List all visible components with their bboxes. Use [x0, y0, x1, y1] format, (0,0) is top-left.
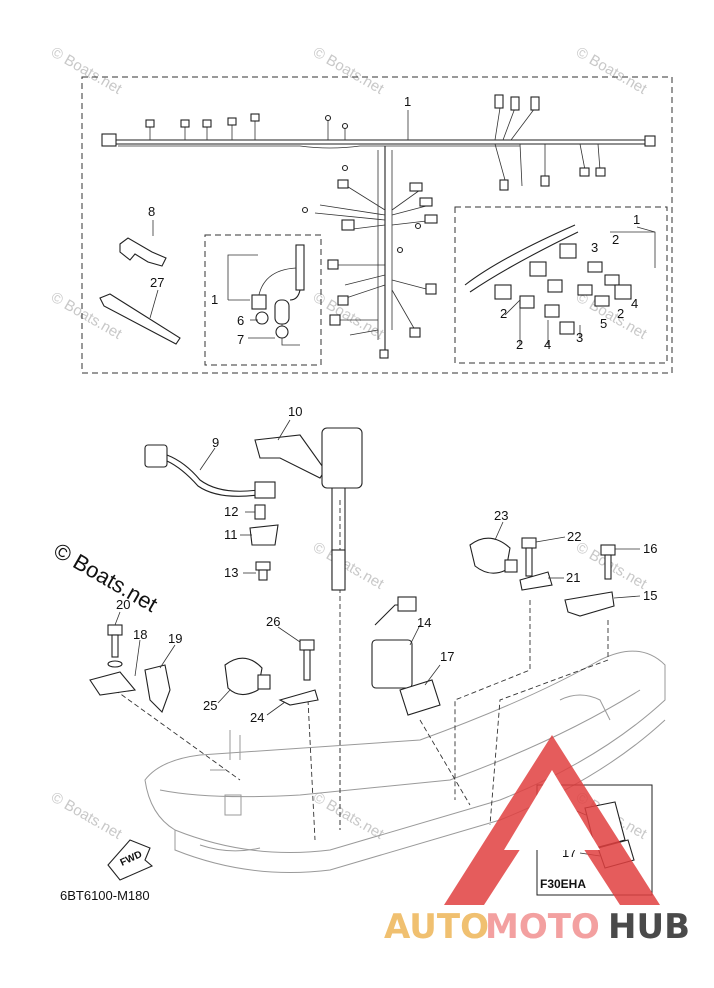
bolt-part-26: [299, 639, 315, 681]
callout-3: 3: [576, 330, 583, 345]
bracket-part-15: [564, 591, 615, 617]
diagram-part-code: 6BT6100-M180: [60, 888, 150, 903]
callout-7: 7: [237, 332, 244, 347]
callout-24: 24: [250, 710, 264, 725]
rectifier-part-14: [371, 596, 417, 689]
bolt-part-16: [600, 544, 616, 580]
logo-auto: AUTO: [384, 907, 489, 947]
logo-moto: MOTO: [485, 907, 600, 947]
sensor-part-23: [469, 537, 518, 574]
callout-2: 2: [500, 306, 507, 321]
callout-19: 19: [168, 631, 182, 646]
callout-1: 1: [404, 94, 411, 109]
callout-9: 9: [212, 435, 219, 450]
bracket-part-18: [89, 671, 137, 696]
plate-part-11: [249, 524, 279, 546]
callout-20: 20: [116, 597, 130, 612]
callout-26: 26: [266, 614, 280, 629]
harness-inset-right-box: [454, 206, 668, 364]
harness-part-9: [144, 444, 276, 499]
callout-14: 14: [417, 615, 431, 630]
inset-right-components: [464, 224, 632, 335]
watermark: © Boats.net: [310, 44, 387, 98]
callout-leaders-lower: [114, 419, 641, 716]
callout-22: 22: [567, 529, 581, 544]
callout-16: 16: [643, 541, 657, 556]
watermark-large: © Boats.net: [50, 538, 162, 617]
wire-harness: [101, 94, 656, 359]
callout-11: 11: [224, 527, 238, 542]
callout-25: 25: [203, 698, 217, 713]
callout-15: 15: [643, 588, 657, 603]
callout-13: 13: [224, 565, 238, 580]
watermark: © Boats.net: [573, 289, 650, 343]
engine-silhouette: [144, 650, 666, 873]
watermark: © Boats.net: [48, 44, 125, 98]
callout-1: 1: [211, 292, 218, 307]
callout-1: 1: [633, 212, 640, 227]
callout-6: 6: [237, 313, 244, 328]
watermark: © Boats.net: [573, 44, 650, 98]
leader-lines-bottom: [114, 500, 609, 841]
cable-tie-part-27: [99, 293, 181, 345]
logo-hub: HUB: [608, 907, 690, 947]
callout-18: 18: [133, 627, 147, 642]
leader-lines-top: [149, 110, 656, 345]
grommet-part-17: [399, 679, 441, 716]
wire-harness-assembly-box: [81, 76, 673, 374]
callout-5: 5: [600, 316, 607, 331]
callout-12: 12: [224, 504, 238, 519]
clamp-part-19: [144, 664, 171, 713]
callout-21: 21: [566, 570, 580, 585]
bolt-part-22: [521, 537, 537, 577]
callout-3: 3: [591, 240, 598, 255]
forward-arrow: FWD: [107, 839, 154, 881]
throttle-linkage: [321, 427, 363, 591]
callout-10: 10: [288, 404, 302, 419]
inset-model-label: F30EHA: [540, 877, 586, 891]
clip-part-8: [119, 237, 167, 267]
bracket-part-10: [254, 434, 326, 479]
screw-part-13: [255, 561, 271, 581]
callout-numbers: 1 1 1 2 2 2 2 3 3 4 4 5 6 7 8 9 10 11 12…: [116, 94, 657, 860]
callout-4: 4: [544, 337, 551, 352]
plate-part-24: [278, 689, 319, 706]
callout-8: 8: [148, 204, 155, 219]
callout-2: 2: [617, 306, 624, 321]
watermark: © Boats.net: [48, 789, 125, 843]
harness-inset-left-box: [204, 234, 322, 366]
callout-2: 2: [612, 232, 619, 247]
callout-4: 4: [631, 296, 638, 311]
automotohub-logo: AUTO MOTO HUB: [384, 735, 690, 947]
callout-2: 2: [516, 337, 523, 352]
collar-part-12: [254, 504, 266, 520]
callout-17: 17: [440, 649, 454, 664]
sensor-part-25: [224, 657, 271, 696]
watermark: © Boats.net: [310, 789, 387, 843]
plate-part-21: [519, 571, 553, 591]
inset-left-components: [251, 244, 305, 346]
callout-27: 27: [150, 275, 164, 290]
callout-23: 23: [494, 508, 508, 523]
bolt-part-20: [107, 624, 123, 668]
watermark: © Boats.net: [310, 539, 387, 593]
